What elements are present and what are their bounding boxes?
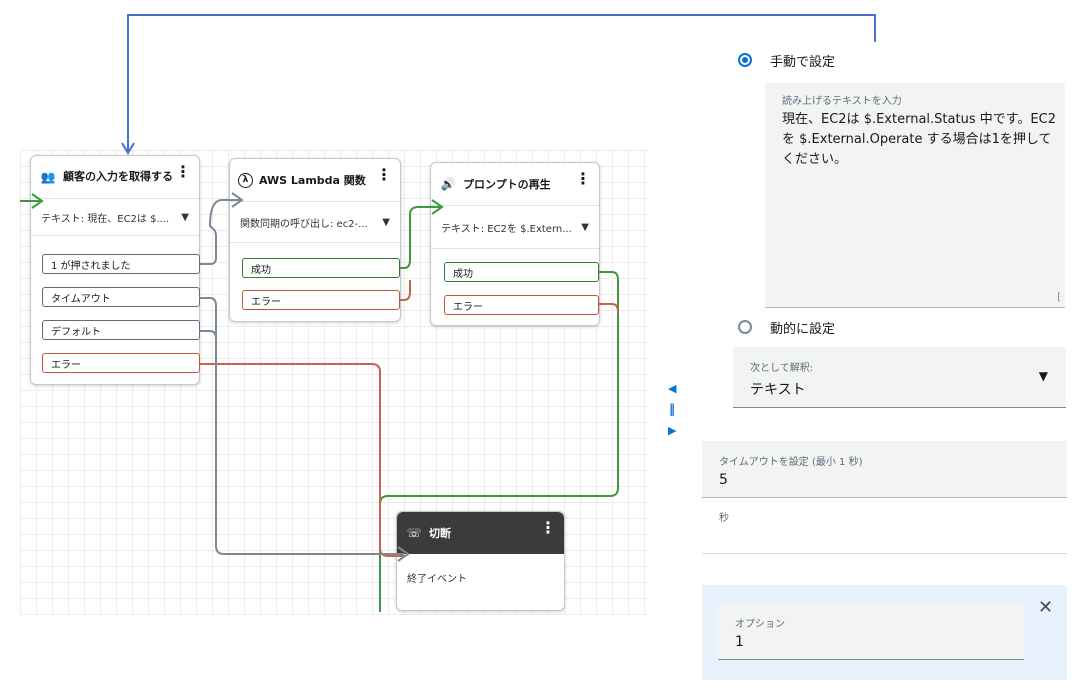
lambda-icon: λ: [238, 172, 253, 188]
block-subtitle-text: テキスト: EC2を $.Extern...: [441, 223, 572, 235]
timeout-value: 5: [719, 472, 728, 488]
play-prompt-block[interactable]: 🔊 プロンプトの再生 ⋮ テキスト: EC2を $.Extern... ▼ 成功…: [430, 162, 600, 326]
interpret-select[interactable]: 次として解釈: テキスト ▼: [733, 347, 1066, 408]
kebab-menu-icon[interactable]: ⋮: [376, 165, 392, 184]
block-title: 切断: [429, 527, 451, 540]
hangup-icon: ☏: [406, 526, 422, 540]
timeout-unit-field[interactable]: 秒: [702, 497, 1067, 554]
interpret-label: 次として解釈:: [750, 363, 814, 374]
kebab-menu-icon[interactable]: ⋮: [540, 518, 556, 537]
person-input-icon: 👥: [40, 170, 56, 184]
manual-radio[interactable]: [738, 53, 752, 67]
block-subtitle: 終了イベント: [407, 574, 467, 585]
block-subtitle[interactable]: 関数同期の呼び出し: ec2-... ▼: [230, 201, 400, 243]
kebab-menu-icon[interactable]: ⋮: [175, 162, 191, 181]
block-subtitle[interactable]: テキスト: 現在、EC2は $.... ▼: [31, 198, 199, 236]
block-title: 顧客の入力を取得する: [63, 170, 173, 183]
option-card: オプション 1 ✕: [702, 585, 1067, 680]
timeout-unit: 秒: [719, 513, 729, 524]
block-title: AWS Lambda 関数: [259, 174, 366, 187]
block-subtitle-text: 関数同期の呼び出し: ec2-...: [240, 218, 368, 230]
branch-error[interactable]: エラー: [42, 353, 200, 373]
block-title: プロンプトの再生: [463, 178, 551, 191]
timeout-label: タイムアウトを設定 (最小 1 秒): [719, 457, 863, 468]
branch-timeout[interactable]: タイムアウト: [42, 287, 200, 307]
textarea-value: 現在、EC2は $.External.Status 中です。EC2を $.Ext…: [782, 112, 1056, 167]
chevron-down-icon[interactable]: ▼: [1038, 369, 1048, 383]
disconnect-block[interactable]: ☏ 切断 ⋮ 終了イベント: [396, 511, 565, 611]
wire-top-loop: [127, 14, 876, 152]
resize-grip-icon[interactable]: ⁅: [1057, 292, 1061, 303]
dynamic-radio[interactable]: [738, 320, 752, 334]
play-prompt-header[interactable]: 🔊 プロンプトの再生 ⋮: [431, 163, 599, 205]
disconnect-header[interactable]: ☏ 切断 ⋮: [397, 512, 564, 554]
branch-success[interactable]: 成功: [242, 258, 400, 278]
option-value: 1: [735, 634, 744, 650]
branch-success[interactable]: 成功: [444, 262, 599, 282]
prompt-textarea[interactable]: 読み上げるテキストを入力 現在、EC2は $.External.Status 中…: [765, 83, 1065, 308]
kebab-menu-icon[interactable]: ⋮: [575, 169, 591, 188]
interpret-value: テキスト: [750, 382, 806, 398]
collapse-left-icon[interactable]: ◀: [668, 382, 677, 395]
option-field[interactable]: オプション 1: [718, 603, 1024, 660]
get-customer-input-header[interactable]: 👥 顧客の入力を取得する ⋮: [31, 156, 199, 198]
chevron-down-icon[interactable]: ▼: [581, 221, 589, 233]
panel-resize-handle[interactable]: ‖: [669, 402, 675, 416]
aws-lambda-header[interactable]: λ AWS Lambda 関数 ⋮: [230, 159, 400, 201]
option-label: オプション: [735, 619, 785, 630]
aws-lambda-block[interactable]: λ AWS Lambda 関数 ⋮ 関数同期の呼び出し: ec2-... ▼ 成…: [229, 158, 401, 322]
branch-default[interactable]: デフォルト: [42, 320, 200, 340]
close-icon[interactable]: ✕: [1038, 597, 1054, 618]
dynamic-label: 動的に設定: [770, 322, 836, 337]
block-subtitle[interactable]: テキスト: EC2を $.Extern... ▼: [431, 205, 599, 249]
branch-pressed-1[interactable]: 1 が押されました: [42, 254, 200, 274]
block-subtitle-text: テキスト: 現在、EC2は $....: [41, 213, 170, 225]
speaker-icon: 🔊: [440, 177, 456, 191]
textarea-label: 読み上げるテキストを入力: [782, 96, 902, 107]
collapse-right-icon[interactable]: ▶: [668, 424, 677, 437]
branch-error[interactable]: エラー: [444, 295, 599, 315]
timeout-field[interactable]: タイムアウトを設定 (最小 1 秒) 5: [702, 441, 1067, 498]
chevron-down-icon[interactable]: ▼: [181, 211, 189, 223]
branch-error[interactable]: エラー: [242, 290, 400, 310]
get-customer-input-block[interactable]: 👥 顧客の入力を取得する ⋮ テキスト: 現在、EC2は $.... ▼ 1 が…: [30, 155, 200, 385]
chevron-down-icon[interactable]: ▼: [382, 216, 390, 228]
manual-label: 手動で設定: [770, 55, 836, 70]
